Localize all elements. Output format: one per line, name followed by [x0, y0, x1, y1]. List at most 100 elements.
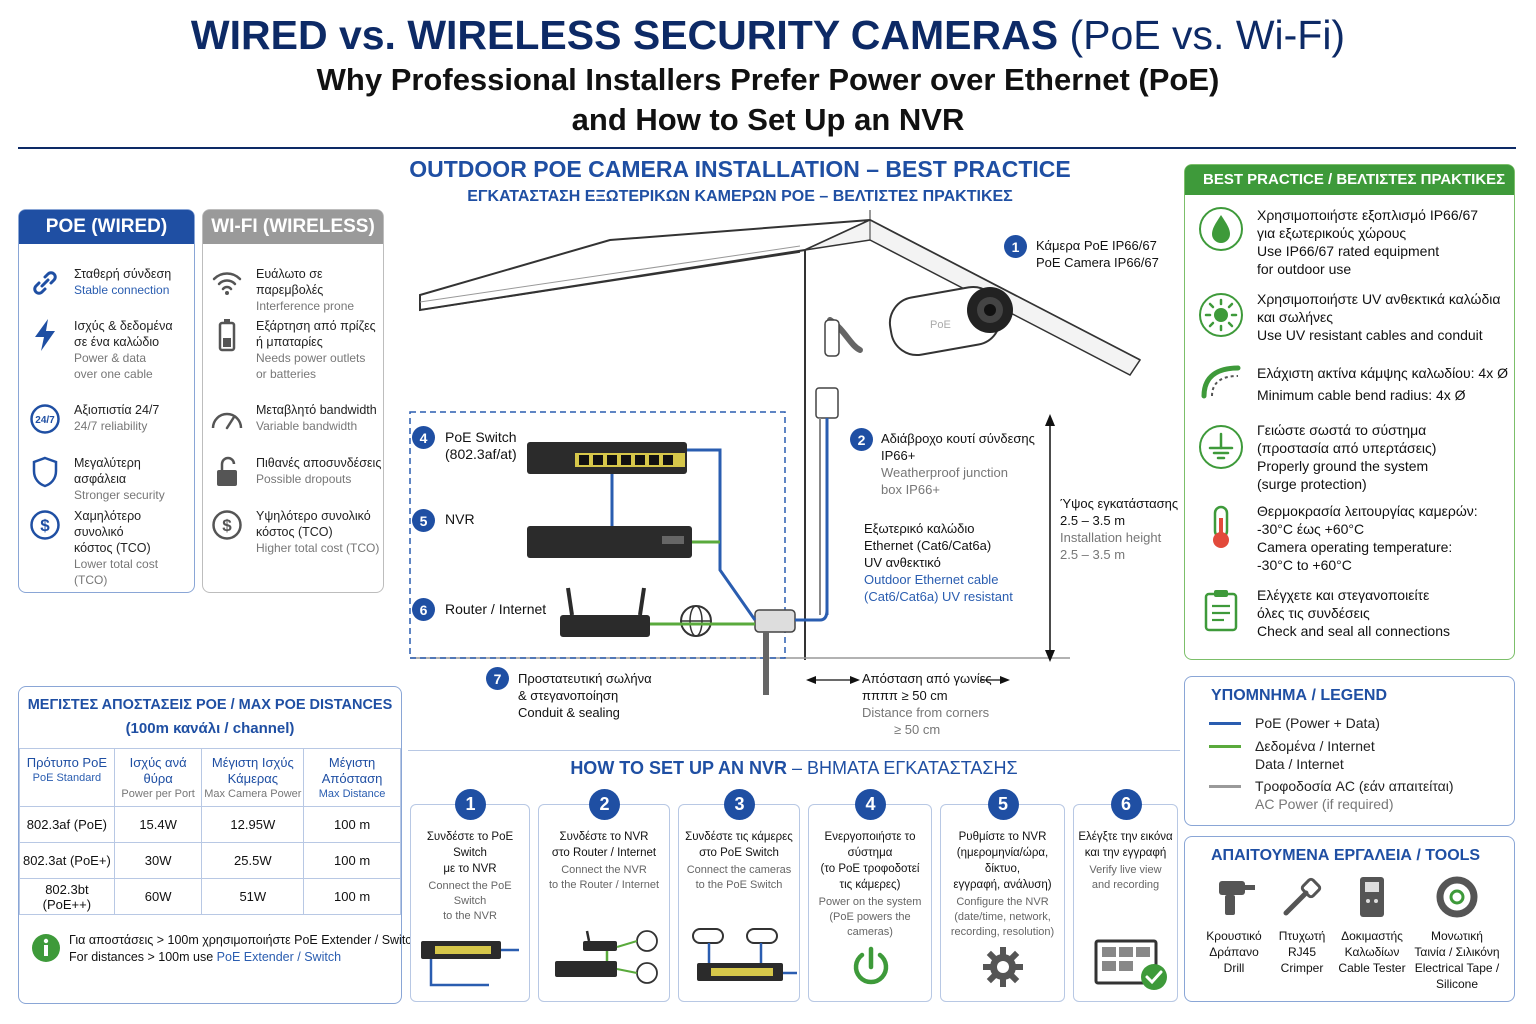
- svg-text:$: $: [222, 516, 232, 535]
- legend-title: ΥΠΟΜΝΗΜΑ / LEGEND: [1211, 687, 1387, 704]
- install-diagram: PoE: [409, 210, 1142, 695]
- legend-item: Τροφοδοσία AC (εάν απαιτείται)AC Power (…: [1209, 777, 1454, 813]
- nvr-divider: [408, 750, 1180, 751]
- distances-title: ΜΕΓΙΣΤΕΣ ΑΠΟΣΤΑΣΕΙΣ POE / MAX POE DISTAN…: [27, 697, 393, 713]
- battery-icon: [210, 318, 244, 352]
- dollar-icon: $: [210, 508, 244, 542]
- poe-switch: [527, 442, 687, 474]
- distances-note: Για αποστάσεις > 100m χρησιμοποιήστε PoE…: [69, 933, 419, 964]
- dollar-icon: $: [28, 508, 62, 542]
- best-practice-header: BEST PRACTICE / ΒΕΛΤΙΣΤΕΣ ΠΡΑΚΤΙΚΕΣ: [1185, 165, 1514, 195]
- drill-icon: [1194, 874, 1274, 920]
- thermometer-icon: [1200, 504, 1242, 555]
- poe-header: POE (WIRED): [19, 210, 194, 244]
- best-item: Ελέγχετε και στεγανοποιείτε όλες τις συν…: [1257, 587, 1451, 639]
- legend-panel: ΥΠΟΜΝΗΜΑ / LEGEND PoE (Power + Data) Δεδ…: [1184, 676, 1515, 826]
- label-nvr: NVR: [445, 511, 475, 527]
- tools-panel: ΑΠΑΙΤΟΥΜΕΝΑ ΕΡΓΑΛΕΙΑ / TOOLS: [1184, 836, 1515, 1002]
- install-title-gr: ΕΓΚΑΤΑΣΤΑΣΗ ΕΞΩΤΕΡΙΚΩΝ ΚΑΜΕΡΩΝ POE – ΒΕΛ…: [467, 188, 1013, 205]
- info-icon: [31, 933, 61, 968]
- power-icon: [853, 946, 889, 985]
- best-item: Χρησιμοποιήστε UV ανθεκτικά καλώδια και …: [1257, 291, 1501, 343]
- best-item: Ελάχιστη ακτίνα κάμψης καλωδίου: 4x Ø Mi…: [1257, 365, 1508, 403]
- svg-text:PoE: PoE: [930, 319, 951, 331]
- sun-icon: [1198, 292, 1244, 343]
- distances-subtitle: (100m κανάλι / channel): [125, 720, 295, 737]
- tool-item: Δοκιμαστής Καλωδίων Cable Tester: [1332, 874, 1412, 976]
- gear-icon: [983, 947, 1023, 987]
- poe-camera: PoE: [824, 286, 1013, 357]
- wifi-panel: WI-FI (WIRELESS): [202, 209, 384, 593]
- switch-nvr-icon: [421, 941, 519, 987]
- unlock-icon: [210, 455, 244, 489]
- wifi-item: $ Υψηλότερο συνολικό κόστος (TCO)Higher …: [210, 508, 382, 556]
- page-subtitle-line1: Why Professional Installers Prefer Power…: [316, 62, 1220, 97]
- crimper-icon: [1262, 874, 1342, 920]
- nvr-router-icon: [555, 930, 658, 984]
- best-practice-panel: BEST PRACTICE / ΒΕΛΤΙΣΤΕΣ ΠΡΑΚΤΙΚΕΣ: [1184, 164, 1515, 660]
- 24-7-icon: 24/7: [28, 402, 62, 436]
- label-router: Router / Internet: [445, 601, 547, 617]
- nvr-device: [527, 526, 692, 558]
- tool-item: Μονωτική Ταινία / Σιλικόνη Electrical Ta…: [1414, 874, 1500, 992]
- page-title: WIRED vs. WIRELESS SECURITY CAMERAS (PoE…: [190, 12, 1346, 58]
- best-item: Θερμοκρασία λειτουργίας καμερών: -30°C έ…: [1257, 503, 1478, 573]
- cable-bend-icon: [1198, 362, 1244, 407]
- svg-text:$: $: [40, 516, 50, 535]
- tool-item: Κρουστικό Δράπανο Drill: [1194, 874, 1274, 976]
- install-title: OUTDOOR POE CAMERA INSTALLATION – BEST P…: [409, 156, 1071, 182]
- junction-box: [815, 387, 839, 419]
- tools-title: ΑΠΑΙΤΟΥΜΕΝΑ ΕΡΓΑΛΕΙΑ / TOOLS: [1211, 847, 1481, 864]
- wifi-icon: [210, 266, 244, 300]
- svg-text:24/7: 24/7: [35, 415, 55, 426]
- legend-item: PoE (Power + Data): [1209, 714, 1380, 732]
- label-poe-switch: PoE Switch(802.3af/at): [445, 429, 517, 462]
- conduit-elbow: [754, 609, 796, 633]
- nvr-step-5: 5 Ρυθμίστε το NVR (ημερομηνία/ώρα, δίκτυ…: [940, 789, 1065, 1002]
- router-device: [560, 587, 712, 637]
- ground-icon: [1198, 424, 1244, 475]
- shield-icon: [28, 455, 62, 489]
- cable-tester-icon: [1332, 874, 1412, 920]
- cameras-switch-icon: [692, 928, 797, 981]
- best-item: Χρησιμοποιήστε εξοπλισμό IP66/67 για εξω…: [1257, 207, 1479, 277]
- link-icon: [28, 266, 62, 300]
- water-drop-icon: [1198, 206, 1244, 257]
- nvr-step-4: 4 Ενεργοποιήστε το σύστημα (το PoE τροφο…: [808, 789, 932, 1002]
- monitor-check-icon: [1094, 939, 1167, 990]
- page-subtitle-line2: and How to Set Up an NVR: [571, 102, 965, 137]
- gauge-icon: [210, 402, 244, 436]
- header-rule: [18, 147, 1516, 149]
- poe-item: $ Χαμηλότερο συνολικό κόστος (TCO)Lower …: [28, 508, 193, 588]
- clipboard-icon: [1200, 588, 1242, 639]
- best-item: Γειώστε σωστά το σύστημα (προστασία από …: [1257, 422, 1437, 492]
- tape-icon: [1414, 874, 1500, 920]
- wifi-header: WI-FI (WIRELESS): [203, 210, 383, 244]
